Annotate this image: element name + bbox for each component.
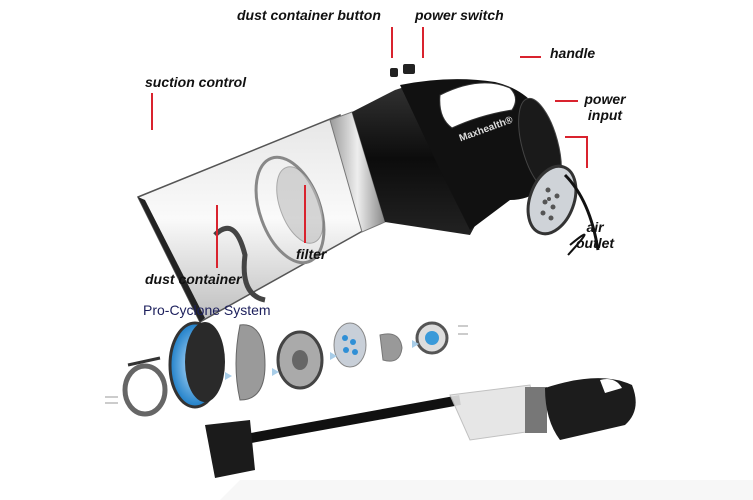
label-filter: filter (296, 246, 327, 262)
label-air-outlet-line2: outlet (575, 235, 615, 251)
label-dust-container-button: dust container button (237, 7, 381, 23)
leader-lines (151, 27, 588, 268)
airflow-arrow-icon (127, 356, 161, 367)
cyclone-arrow-icon (213, 225, 266, 303)
dust-container-button-part (390, 68, 398, 77)
floor-brush-head (205, 420, 255, 478)
hepa-filter-part (333, 322, 367, 368)
handle-opening (439, 82, 516, 129)
foam-filter-part (235, 324, 266, 401)
label-air-outlet-line1: air (586, 219, 604, 235)
air-outlet-part (526, 164, 578, 236)
label-power-input-line2: input (587, 107, 623, 123)
label-suction-control: suction control (145, 74, 247, 90)
stick-vacuum-handle-unit (545, 378, 636, 440)
label-power-switch: power switch (415, 7, 504, 23)
leader-line-air-outlet (565, 136, 588, 168)
pro-cyclone-exploded-view (105, 321, 468, 417)
power-switch-part (403, 64, 415, 74)
extension-wand (239, 395, 461, 445)
label-power-input-line1: power (584, 91, 626, 107)
handheld-vacuum (136, 64, 600, 324)
cover-disc-part (379, 333, 403, 362)
stick-vacuum (205, 378, 753, 500)
label-dust-container: dust container (145, 271, 242, 287)
cyclone-arrow-icon (122, 363, 168, 417)
label-handle: handle (550, 45, 596, 61)
section-title: Pro-Cyclone System (143, 302, 271, 318)
